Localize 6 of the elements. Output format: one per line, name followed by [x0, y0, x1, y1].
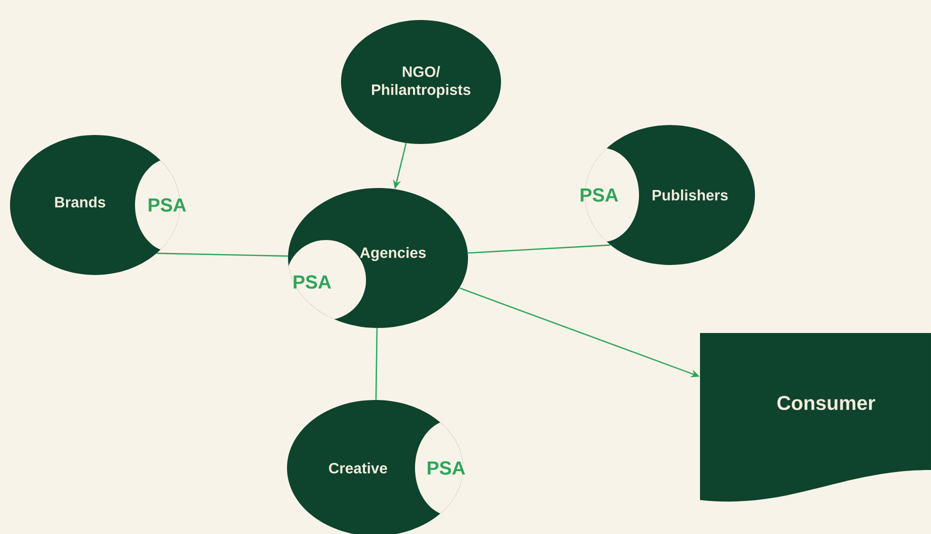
- cutout-label: PSA: [415, 420, 466, 516]
- connector-line: [375, 328, 378, 400]
- connector-line: [156, 252, 288, 257]
- ellipse-node: NGO/ Philantropists: [341, 20, 501, 144]
- connector-line: [468, 244, 610, 254]
- wavy-box: Consumer: [700, 332, 931, 502]
